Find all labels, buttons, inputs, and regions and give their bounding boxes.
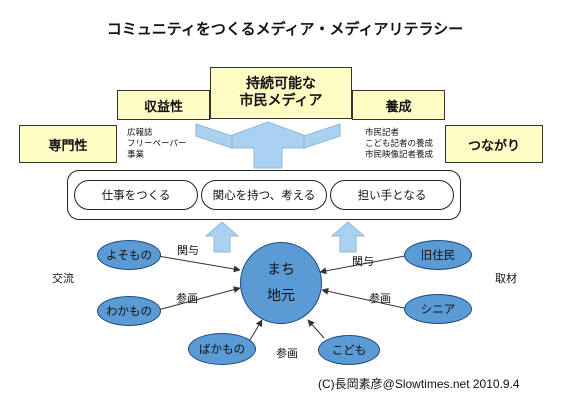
left-note-item: 広報誌	[127, 128, 153, 138]
edge-label-sankaku-bottom: 参画	[276, 347, 298, 360]
hub-machi-jimoto: まち 地元	[240, 242, 322, 324]
left-note-item: 事業	[127, 150, 145, 160]
node-wakamono: わかもの	[97, 296, 161, 326]
right-note-item: 市民記者	[365, 128, 400, 138]
side-label-right: 取材	[495, 272, 517, 285]
right-top-box: 養成	[352, 90, 445, 120]
right-bottom-box: つながり	[445, 125, 543, 163]
left-bottom-box: 専門性	[19, 125, 117, 163]
right-notes: 市民記者 こども記者の養成 市民映像記者養成	[365, 128, 433, 161]
diagram-title: コミュニティをつくるメディア・メディアリテラシー	[106, 20, 464, 38]
node-kodomo: こども	[318, 335, 380, 365]
up-arrow-right-small	[330, 221, 366, 253]
node-senior: シニア	[404, 294, 472, 324]
node-bakamono: ばかもの	[188, 333, 256, 365]
edge-label-sankaku-right: 参画	[369, 292, 391, 305]
up-arrow-left-small	[204, 221, 240, 253]
edge-senior	[321, 287, 405, 309]
edge-wakamono	[157, 286, 241, 311]
hub-line1: まち	[267, 262, 295, 278]
up-arrow-left-branch	[195, 123, 233, 149]
up-arrow-right-branch	[303, 123, 341, 149]
pill-create-work: 仕事をつくる	[74, 180, 198, 210]
center-box: 持続可能な 市民メディア	[210, 67, 352, 119]
up-arrow-main	[229, 121, 307, 169]
pill-interest: 関心を持つ、考える	[201, 180, 327, 210]
right-note-item: 市民映像記者養成	[365, 150, 434, 160]
left-top-box: 収益性	[117, 90, 210, 120]
center-box-line2: 市民メディア	[239, 93, 323, 109]
left-note-item: フリーペーパー	[127, 139, 187, 149]
edge-label-kanyo-left: 関与	[177, 244, 199, 257]
edge-kyujumin	[319, 255, 406, 275]
edge-label-kanyo-right: 関与	[352, 255, 374, 268]
edge-yosomono	[157, 255, 241, 273]
node-kyujumin: 旧住民	[404, 240, 472, 270]
hub-line2: 地元	[267, 288, 295, 304]
edge-bakamono	[249, 319, 263, 341]
right-note-item: こども記者の養成	[365, 139, 434, 149]
node-yosomono: よそもの	[97, 240, 161, 270]
credit-text: (C)長岡素彦@Slowtimes.net 2010.9.4	[318, 377, 520, 391]
edge-kodomo	[307, 319, 325, 339]
pill-bearer: 担い手となる	[330, 180, 454, 210]
center-box-line1: 持続可能な	[246, 76, 316, 92]
left-notes: 広報誌 フリーペーパー 事業	[127, 128, 186, 161]
side-label-left: 交流	[52, 272, 74, 285]
edge-label-sankaku-left: 参画	[176, 292, 198, 305]
